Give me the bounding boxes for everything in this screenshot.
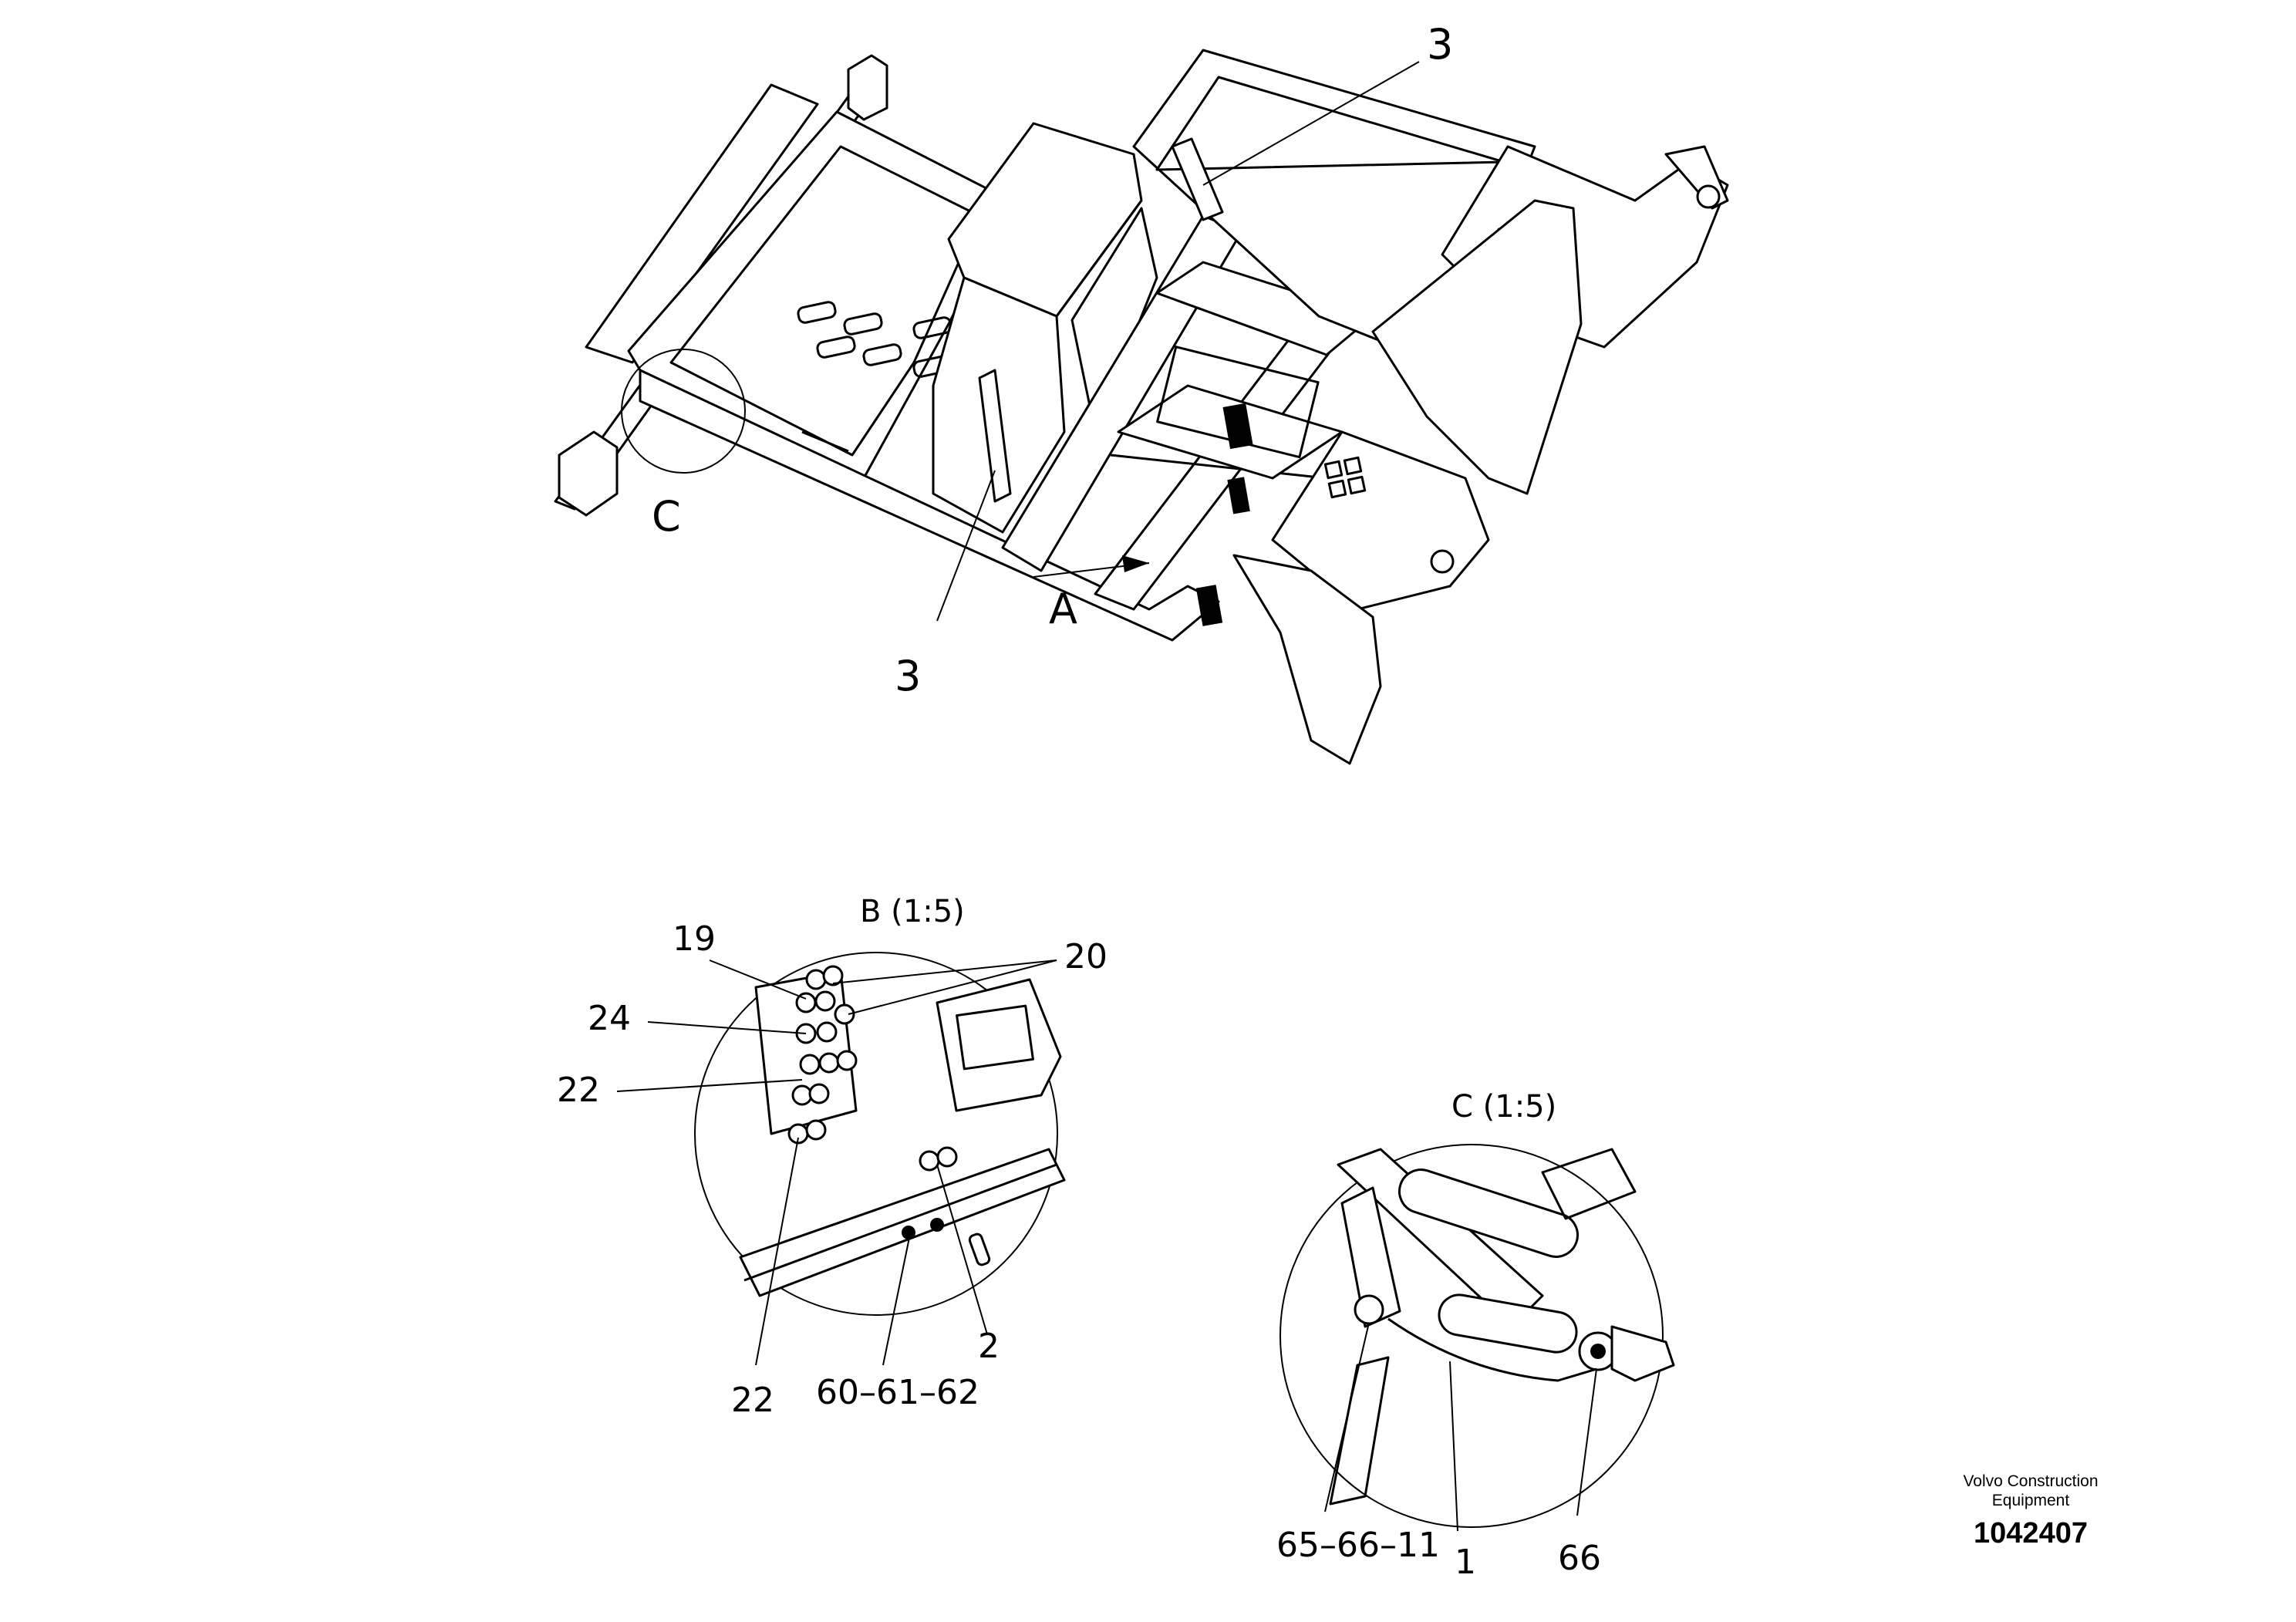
callout-19: 19 [673, 919, 716, 959]
lower-bracket-windows [1323, 456, 1367, 499]
callout-3-lower: 3 [895, 652, 921, 700]
frame-assembly-main-view [554, 49, 1729, 765]
callout-66: 66 [1558, 1539, 1601, 1578]
detail-b-title: B (1:5) [860, 894, 965, 929]
callout-24: 24 [588, 999, 631, 1038]
detail-c-leaders [1324, 1322, 1597, 1532]
detail-c-title: C (1:5) [1451, 1089, 1556, 1125]
callout-1: 1 [1455, 1543, 1476, 1582]
detail-c-view [1279, 1144, 1675, 1528]
stamp-company-line2: Equipment [1992, 1492, 2070, 1509]
detail-b-leaders [616, 959, 1057, 1366]
volvo-stamp: Volvo Construction Equipment 1042407 [1963, 1472, 2098, 1549]
callout-20: 20 [1064, 937, 1108, 976]
stamp-company-line1: Volvo Construction [1963, 1472, 2098, 1490]
callout-65-66-11: 65–66–11 [1276, 1526, 1440, 1565]
callout-60-61-62: 60–61–62 [816, 1373, 979, 1412]
callout-c-circle: C [652, 492, 681, 541]
main-view-leaders [621, 61, 1420, 622]
stamp-number: 1042407 [1974, 1517, 2088, 1549]
valve-fittings [787, 965, 958, 1172]
callout-2: 2 [978, 1327, 1000, 1366]
callout-22-lower: 22 [731, 1381, 774, 1420]
detail-b-view [694, 952, 1066, 1316]
callout-a-arrow: A [1049, 585, 1077, 633]
callout-3-top: 3 [1427, 20, 1453, 69]
callout-22-upper: 22 [557, 1071, 600, 1110]
